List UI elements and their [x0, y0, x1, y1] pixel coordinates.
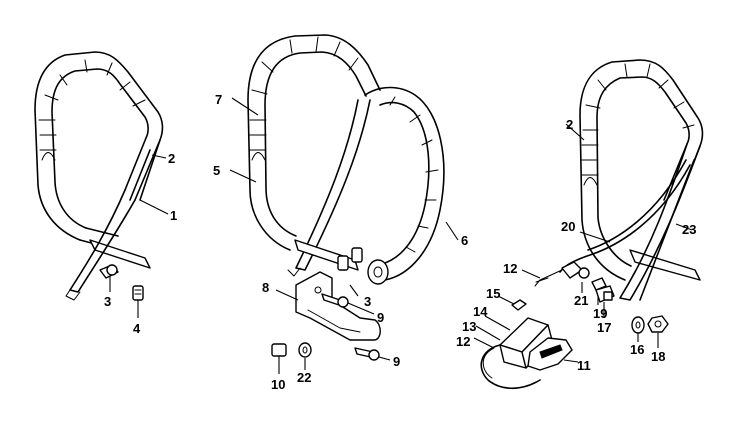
callout-16: 16 — [630, 342, 644, 357]
callout-2-right: 2 — [566, 117, 573, 132]
callout-12-lower: 12 — [456, 334, 470, 349]
callout-22: 22 — [297, 370, 311, 385]
callout-2-left: 2 — [168, 151, 175, 166]
callout-15: 15 — [486, 286, 500, 301]
callout-12-upper: 12 — [503, 261, 517, 276]
callout-5: 5 — [213, 163, 220, 178]
callout-11: 11 — [577, 358, 591, 373]
callout-3-left: 3 — [104, 294, 111, 309]
callout-14: 14 — [473, 304, 488, 319]
callout-9-lower: 9 — [393, 354, 400, 369]
callout-4: 4 — [133, 321, 141, 336]
callout-10: 10 — [271, 377, 285, 392]
callout-21: 21 — [574, 293, 588, 308]
callout-17: 17 — [597, 320, 611, 335]
callout-23: 23 — [682, 222, 696, 237]
callout-6: 6 — [461, 233, 468, 248]
callout-7: 7 — [215, 92, 222, 107]
callout-8: 8 — [262, 280, 269, 295]
callout-20: 20 — [561, 219, 575, 234]
callout-19: 19 — [593, 306, 607, 321]
handle-bar-right — [473, 59, 704, 390]
callout-18: 18 — [651, 349, 665, 364]
handle-bar-left — [34, 51, 169, 318]
callout-1: 1 — [170, 208, 177, 223]
handle-bar-middle — [229, 34, 459, 374]
callout-13: 13 — [462, 319, 476, 334]
callout-9-upper: 9 — [377, 310, 384, 325]
callout-3-middle: 3 — [364, 294, 371, 309]
